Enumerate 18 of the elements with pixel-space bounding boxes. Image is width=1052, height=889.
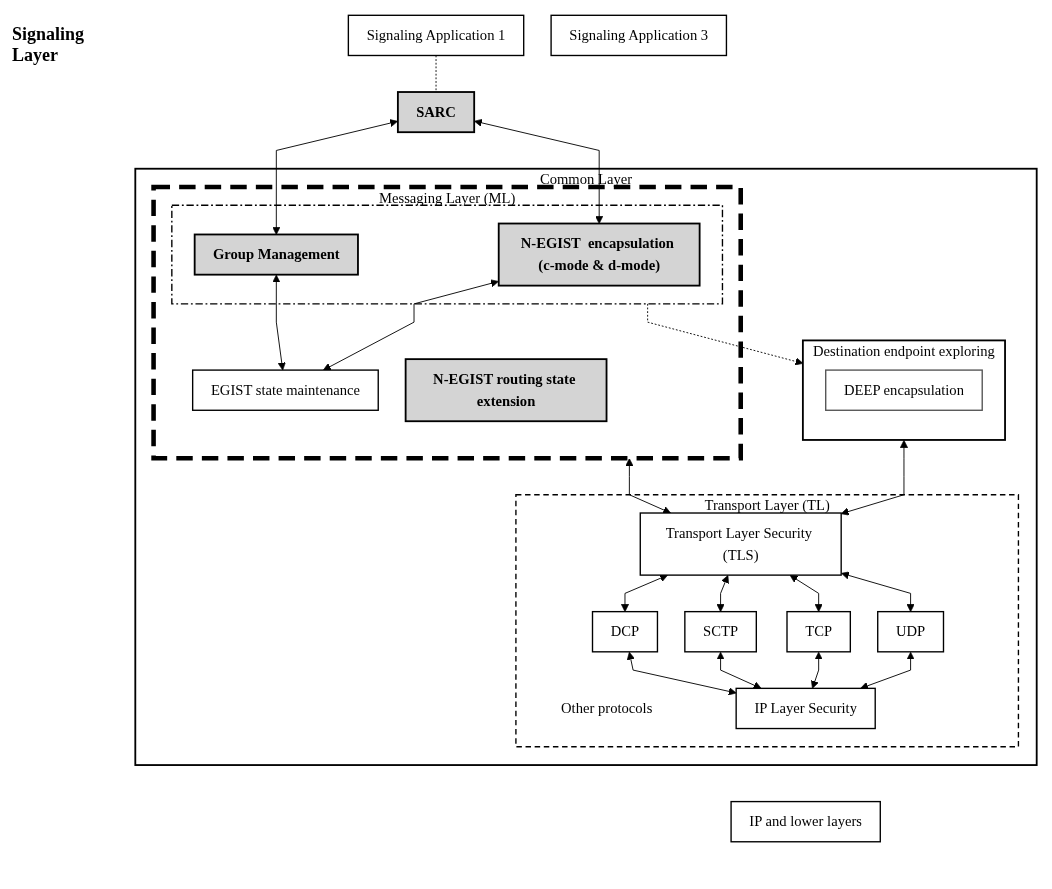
- node-box: DEEP encapsulation: [825, 369, 983, 411]
- node-box: UDP: [877, 610, 945, 653]
- node-box: Signaling Application 1: [347, 14, 525, 57]
- cluster: [171, 204, 724, 305]
- node-box: Group Management: [193, 233, 359, 276]
- node-box: Transport Layer Security (TLS): [639, 512, 842, 576]
- node-box: N-EGIST encapsulation (c-mode & d-mode): [497, 222, 701, 287]
- node-box: SCTP: [684, 610, 757, 653]
- node-box: EGIST state maintenance: [191, 369, 379, 411]
- node-label: Other protocols: [561, 700, 653, 716]
- node-box: SARC: [396, 91, 476, 134]
- layer-label: Signaling Layer: [12, 24, 86, 66]
- node-box: Signaling Application 3: [550, 14, 728, 57]
- node-box: N-EGIST routing state extension: [404, 358, 608, 423]
- node-box: IP and lower layers: [730, 800, 881, 843]
- node-box: DCP: [591, 610, 659, 653]
- node-box: IP Layer Security: [735, 687, 876, 730]
- node-box: TCP: [786, 610, 851, 653]
